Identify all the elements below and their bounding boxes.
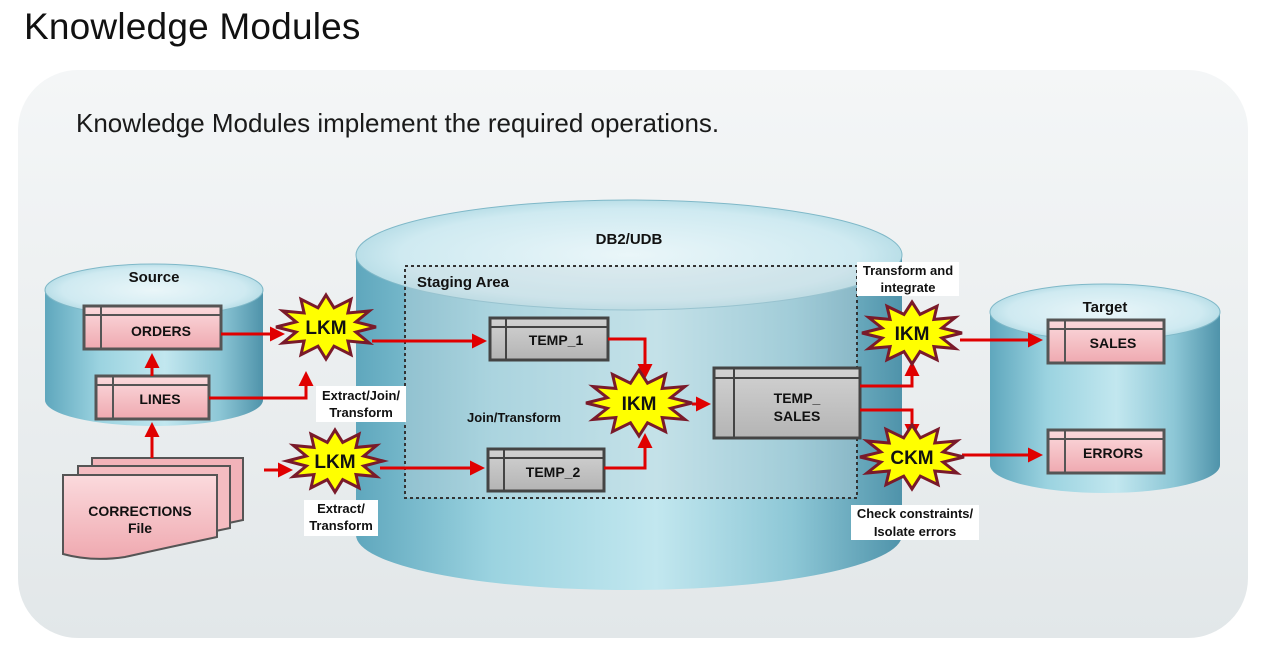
lkm-star-bottom-label: LKM: [314, 452, 355, 473]
arrow-tempsales-ikm: [860, 361, 920, 388]
annotation-extract: Extract/ Transform: [304, 500, 378, 536]
annotation-check-line2: Isolate errors: [874, 524, 956, 539]
annotation-transform-integrate-line1: Transform and: [863, 263, 953, 278]
ikm-star-center: IKM: [585, 367, 693, 439]
arrow-temp2-ikm: [604, 433, 653, 470]
table-orders-label: ORDERS: [131, 323, 191, 339]
file-label-line1: CORRECTIONS: [88, 503, 191, 519]
annotation-check-line1: Check constraints/: [857, 506, 974, 521]
annotation-extract-line2: Transform: [309, 518, 373, 533]
table-sales-label: SALES: [1090, 335, 1137, 351]
target-label: Target: [1083, 299, 1128, 316]
annotation-extract-join-line1: Extract/Join/: [322, 388, 400, 403]
annotation-transform-integrate-line2: integrate: [881, 280, 936, 295]
table-lines: LINES: [94, 374, 211, 421]
table-temp2: TEMP_2: [486, 447, 606, 493]
corrections-file: CORRECTIONS File: [62, 457, 244, 560]
lkm-star-top-label: LKM: [305, 318, 346, 339]
ckm-star: CKM: [859, 422, 965, 492]
table-errors: ERRORS: [1046, 428, 1166, 475]
ikm-star-right-shape: [861, 299, 963, 367]
table-temp1-label: TEMP_1: [529, 332, 584, 348]
annotation-transform-integrate: Transform and integrate: [857, 262, 959, 296]
lkm-star-bottom-shape: [281, 427, 389, 495]
file-label-line2: File: [128, 520, 152, 536]
table-temp-sales-line1: TEMP_: [774, 390, 821, 406]
slide-title: Knowledge Modules: [24, 6, 361, 47]
staging-area-label: Staging Area: [417, 274, 510, 291]
lkm-star-bottom: LKM: [281, 427, 389, 495]
table-temp1: TEMP_1: [488, 316, 610, 362]
lkm-star-top-shape: [275, 292, 377, 362]
table-sales: SALES: [1046, 318, 1166, 365]
ikm-star-right-label: IKM: [895, 324, 930, 345]
staging-db-label: DB2/UDB: [596, 231, 663, 248]
arrow-temp1-ikm: [608, 337, 653, 379]
table-errors-label: ERRORS: [1083, 445, 1143, 461]
ckm-star-shape: [859, 422, 965, 492]
annotation-join-transform: Join/Transform: [467, 410, 561, 425]
ckm-star-label: CKM: [890, 448, 933, 469]
ikm-star-right: IKM: [861, 299, 963, 367]
annotation-check-constraints: Check constraints/ Isolate errors: [851, 505, 979, 540]
table-temp-sales-line2: SALES: [774, 408, 821, 424]
ikm-star-center-label: IKM: [622, 394, 657, 415]
table-orders: ORDERS: [82, 304, 223, 351]
table-lines-label: LINES: [139, 391, 180, 407]
annotation-extract-join-line2: Transform: [329, 405, 393, 420]
source-label: Source: [129, 269, 180, 286]
slide-subtitle: Knowledge Modules implement the required…: [76, 108, 720, 138]
lkm-star-top: LKM: [275, 292, 377, 362]
table-temp2-label: TEMP_2: [526, 464, 581, 480]
table-temp-sales: TEMP_ SALES: [712, 366, 862, 440]
arrow-lines-lkm: [209, 371, 314, 400]
annotation-extract-join: Extract/Join/ Transform: [316, 386, 406, 422]
knowledge-module-stars: LKM LKM IKM IKM CKM: [275, 292, 965, 495]
ikm-star-center-shape: [585, 367, 693, 439]
annotation-extract-line1: Extract/: [317, 501, 365, 516]
